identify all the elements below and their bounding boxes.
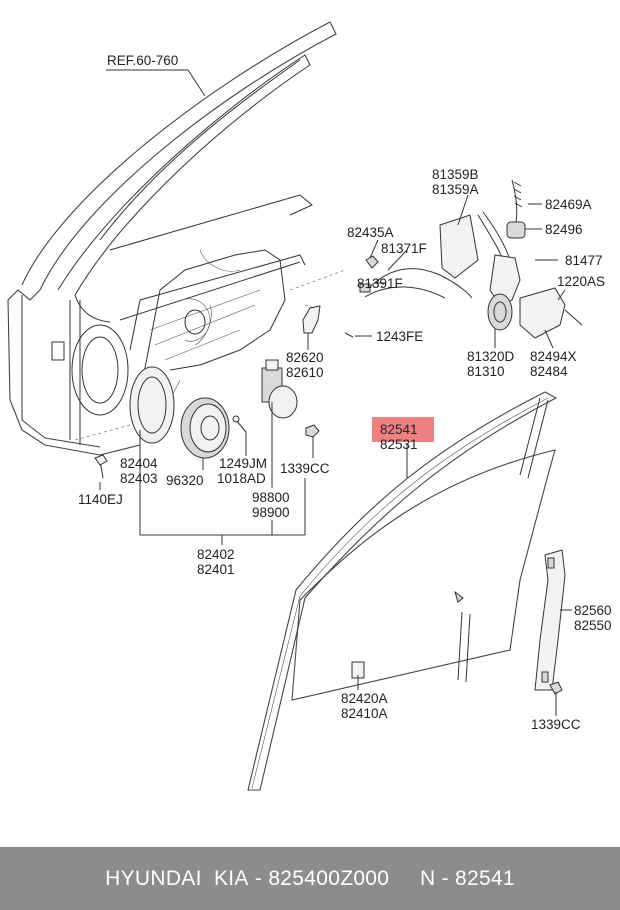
cable-81371f bbox=[359, 268, 473, 299]
label-82560: 82560 bbox=[574, 603, 612, 618]
footer-ref-number: 82541 bbox=[454, 866, 515, 890]
glass-run-channel-82541 bbox=[247, 391, 558, 791]
window-glass-82420a bbox=[291, 449, 556, 701]
label-82496: 82496 bbox=[545, 222, 583, 237]
label-81477: 81477 bbox=[565, 253, 603, 268]
window-motor-98800 bbox=[261, 359, 298, 419]
label-81391f: 81391F bbox=[357, 276, 403, 291]
label-81320d: 81320D bbox=[467, 349, 515, 364]
label-81359a: 81359A bbox=[432, 182, 479, 197]
lower-channel-stub bbox=[457, 611, 471, 683]
part-info-footer: HYUNDAI KIA - 825400Z000 N - 82541 bbox=[0, 847, 620, 910]
footer-separator-2: - bbox=[435, 866, 455, 890]
actuator-82494x bbox=[519, 287, 583, 339]
label-82435a: 82435A bbox=[347, 225, 394, 240]
leader-lines bbox=[99, 194, 572, 716]
speaker-96320 bbox=[180, 397, 230, 459]
footer-brand: HYUNDAI KIA bbox=[105, 866, 249, 890]
label-98800: 98800 bbox=[252, 490, 290, 505]
screw-1249jm bbox=[232, 415, 247, 433]
clip-82435a bbox=[365, 255, 379, 269]
label-82484: 82484 bbox=[530, 364, 568, 379]
cylinder-82496 bbox=[506, 221, 526, 239]
door-speaker-bracket bbox=[129, 366, 175, 444]
label-1140ej: 1140EJ bbox=[78, 492, 123, 507]
label-82420a: 82420A bbox=[341, 691, 388, 706]
label-82550: 82550 bbox=[574, 618, 612, 633]
handle-82620 bbox=[302, 305, 321, 334]
label-1018ad: 1018AD bbox=[217, 471, 266, 486]
footer-gap bbox=[389, 867, 420, 891]
label-82469a: 82469A bbox=[545, 197, 592, 212]
label-1249jm: 1249JM bbox=[219, 456, 267, 471]
footer-n-prefix: N bbox=[419, 866, 436, 890]
label-82403: 82403 bbox=[120, 471, 158, 486]
label-82610: 82610 bbox=[286, 365, 324, 380]
label-82531: 82531 bbox=[380, 437, 418, 452]
parts-diagram: REF.60-760 bbox=[7, 21, 612, 791]
footer-part-number: 825400Z000 bbox=[268, 866, 390, 890]
label-81371f: 81371F bbox=[381, 241, 427, 256]
label-82404: 82404 bbox=[120, 456, 158, 471]
bolt-1140ej bbox=[94, 454, 108, 479]
label-82494x: 82494X bbox=[530, 349, 577, 364]
rear-channel-82560 bbox=[534, 549, 566, 691]
ref-label: REF.60-760 bbox=[107, 53, 178, 68]
label-1220as: 1220AS bbox=[557, 274, 605, 289]
label-82410a: 82410A bbox=[341, 706, 388, 721]
nut-1339cc-b bbox=[549, 681, 563, 695]
label-98900: 98900 bbox=[252, 505, 290, 520]
label-96320: 96320 bbox=[166, 473, 204, 488]
nut-1339cc bbox=[305, 424, 320, 438]
label-82401: 82401 bbox=[197, 562, 235, 577]
label-82402: 82402 bbox=[197, 547, 235, 562]
label-81310: 81310 bbox=[467, 364, 505, 379]
lock-rod-82469a bbox=[511, 179, 523, 223]
label-1339cc-b: 1339CC bbox=[531, 717, 581, 732]
label-1243fe: 1243FE bbox=[376, 329, 423, 344]
screw-1243fe bbox=[344, 332, 354, 338]
label-81359b: 81359B bbox=[432, 167, 479, 182]
door-latch-81320d bbox=[487, 254, 521, 331]
label-82620: 82620 bbox=[286, 350, 324, 365]
door-frame bbox=[7, 21, 346, 456]
highlight-box bbox=[372, 417, 434, 442]
label-82541: 82541 bbox=[380, 422, 418, 437]
footer-separator-1: - bbox=[248, 866, 269, 890]
label-1339cc-a: 1339CC bbox=[280, 461, 330, 476]
